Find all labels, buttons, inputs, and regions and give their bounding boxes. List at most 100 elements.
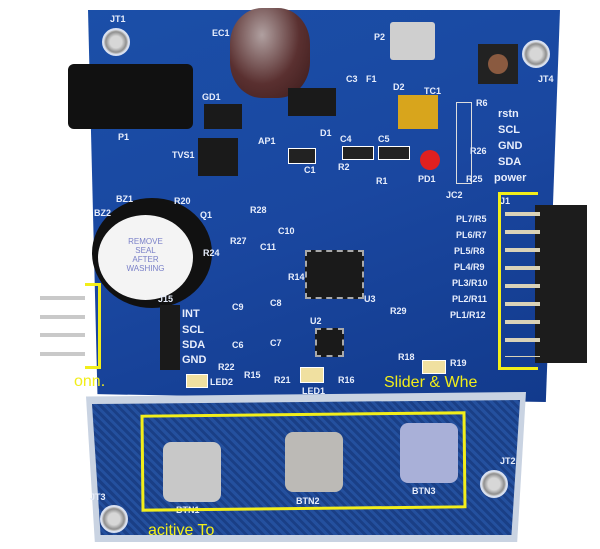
touch-pad-btn3 bbox=[400, 423, 458, 483]
sticker-line: AFTER bbox=[132, 255, 159, 264]
label-c7: C7 bbox=[270, 338, 282, 348]
connector-pin bbox=[40, 296, 85, 300]
tc1-capacitor bbox=[398, 95, 438, 129]
sticker-line: SEAL bbox=[135, 246, 156, 255]
reset-button-cap bbox=[488, 54, 508, 74]
label-gnd: GND bbox=[498, 140, 523, 152]
connector-pin bbox=[40, 315, 85, 319]
label-btn2: BTN2 bbox=[296, 496, 320, 506]
label-r1: R1 bbox=[376, 176, 388, 186]
label-btn3: BTN3 bbox=[412, 486, 436, 496]
label-r25: R25 bbox=[466, 174, 483, 184]
label-scl: SCL bbox=[498, 124, 520, 136]
label-d2: D2 bbox=[393, 82, 405, 92]
slider-connector-pins bbox=[505, 212, 540, 357]
ic-u2 bbox=[315, 328, 344, 357]
label-p2: P2 bbox=[374, 32, 386, 42]
label-jc2: JC2 bbox=[446, 190, 463, 200]
led3 bbox=[422, 360, 446, 374]
label-power: power bbox=[494, 172, 527, 184]
label-jt1: JT1 bbox=[110, 14, 126, 24]
c1-component bbox=[288, 148, 316, 164]
label-r26: R26 bbox=[470, 146, 487, 156]
label-sda: SDA bbox=[498, 156, 522, 168]
label-r24: R24 bbox=[203, 248, 220, 258]
label-c11: C11 bbox=[260, 242, 277, 252]
label-ap1: AP1 bbox=[258, 136, 276, 146]
label-j15-gnd: GND bbox=[182, 354, 207, 366]
label-r27: R27 bbox=[230, 236, 247, 246]
sticker-line: WASHING bbox=[126, 264, 165, 273]
label-j15-sda: SDA bbox=[182, 339, 206, 351]
label-d1: D1 bbox=[320, 128, 332, 138]
label-slider-pin: PL6/R7 bbox=[456, 230, 487, 240]
label-j15-scl: SCL bbox=[182, 324, 204, 336]
label-slider-pin: PL3/R10 bbox=[452, 278, 488, 288]
usb-connector bbox=[390, 22, 435, 60]
regulator bbox=[288, 88, 336, 116]
led2 bbox=[186, 374, 208, 388]
label-slider-pin: PL7/R5 bbox=[456, 214, 487, 224]
dc-jack bbox=[68, 64, 193, 129]
label-c9: C9 bbox=[232, 302, 244, 312]
screw-jt1 bbox=[102, 28, 130, 56]
screw-jt2 bbox=[480, 470, 508, 498]
label-jt2: JT2 bbox=[500, 456, 516, 466]
label-tvs1: TVS1 bbox=[172, 150, 195, 160]
label-c1: C1 bbox=[304, 165, 316, 175]
label-j1: J1 bbox=[500, 196, 511, 206]
label-c4: C4 bbox=[340, 134, 352, 144]
annotation-conn: onn. bbox=[74, 373, 106, 390]
connector-highlight-box bbox=[85, 283, 101, 369]
ic-u3 bbox=[305, 250, 364, 299]
label-bz1: BZ1 bbox=[116, 194, 134, 204]
label-r29: R29 bbox=[390, 306, 407, 316]
label-c3: C3 bbox=[346, 74, 358, 84]
label-r28: R28 bbox=[250, 205, 267, 215]
label-r14: R14 bbox=[288, 272, 305, 282]
label-btn1: BTN1 bbox=[176, 505, 200, 515]
label-f1: F1 bbox=[366, 74, 377, 84]
c4-component bbox=[342, 146, 374, 160]
annotation-slider: Slider & Whe bbox=[384, 374, 478, 391]
reset-button bbox=[478, 44, 518, 84]
c5-component bbox=[378, 146, 410, 160]
label-r21: R21 bbox=[274, 375, 291, 385]
label-p1: P1 bbox=[118, 132, 130, 142]
label-r20: R20 bbox=[174, 196, 191, 206]
led1 bbox=[300, 367, 324, 383]
label-slider-pin: PL2/R11 bbox=[452, 294, 488, 304]
label-int: INT bbox=[182, 308, 200, 320]
pd1-led bbox=[420, 150, 440, 170]
sticker-line: REMOVE bbox=[128, 237, 163, 246]
connector-pin bbox=[40, 333, 85, 337]
annotation-touch: acitive To bbox=[148, 522, 215, 539]
label-rstn: rstn bbox=[498, 108, 519, 120]
slider-connector bbox=[535, 205, 587, 363]
label-led1: LED1 bbox=[302, 386, 326, 396]
label-jt3: JT3 bbox=[90, 492, 106, 502]
label-slider-pin: PL5/R8 bbox=[454, 246, 485, 256]
connector-pin bbox=[40, 352, 85, 356]
touch-buttons-highlight-box bbox=[140, 411, 467, 512]
label-j15: J15 bbox=[158, 294, 174, 304]
label-slider-pin: PL1/R12 bbox=[450, 310, 486, 320]
label-u2: U2 bbox=[310, 316, 322, 326]
label-jt4: JT4 bbox=[538, 74, 554, 84]
screw-jt3 bbox=[100, 505, 128, 533]
j15-header bbox=[160, 305, 180, 370]
label-ec1: EC1 bbox=[212, 28, 230, 38]
label-slider-pin: PL4/R9 bbox=[454, 262, 485, 272]
label-tc1: TC1 bbox=[424, 86, 442, 96]
label-r18: R18 bbox=[398, 352, 415, 362]
capacitor-ec1 bbox=[230, 8, 310, 98]
label-pd1: PD1 bbox=[418, 174, 436, 184]
label-r15: R15 bbox=[244, 370, 261, 380]
label-c5: C5 bbox=[378, 134, 390, 144]
label-c6: C6 bbox=[232, 340, 244, 350]
label-c10: C10 bbox=[278, 226, 295, 236]
gd1-component bbox=[204, 104, 242, 129]
label-r2: R2 bbox=[338, 162, 350, 172]
touch-pad-btn2 bbox=[285, 432, 343, 492]
label-q1: Q1 bbox=[200, 210, 213, 220]
